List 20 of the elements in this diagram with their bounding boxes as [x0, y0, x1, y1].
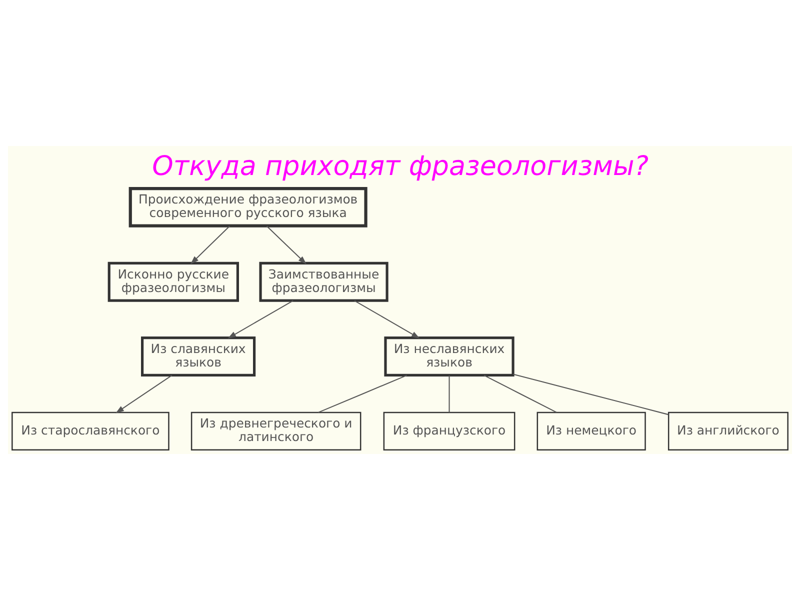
connector [484, 374, 557, 413]
node-box: Из славянских языков [141, 336, 256, 376]
node-box: Из французского [383, 412, 516, 450]
node-box: Заимствованные фразеологизмы [259, 262, 388, 302]
arrow [354, 300, 420, 338]
connector [448, 376, 450, 412]
node-box: Из английского [668, 412, 788, 450]
node-box: Из старославянского [12, 412, 170, 450]
node-box: Происхождение фразеологизмов современного русского языка [128, 186, 368, 228]
arrow [116, 374, 172, 414]
connector [318, 374, 408, 413]
diagram-title: Откуда приходят фразеологизмы? [152, 150, 649, 182]
connector [513, 374, 668, 416]
node-box: Из неславянских языков [384, 336, 514, 376]
arrow [228, 300, 294, 338]
arrow [266, 226, 306, 264]
node-box: Из древнегреческого и латинского [190, 412, 362, 450]
node-box: Из немецкого [536, 412, 646, 450]
arrow [190, 226, 230, 264]
node-box: Исконно русские фразеологизмы [108, 262, 239, 302]
